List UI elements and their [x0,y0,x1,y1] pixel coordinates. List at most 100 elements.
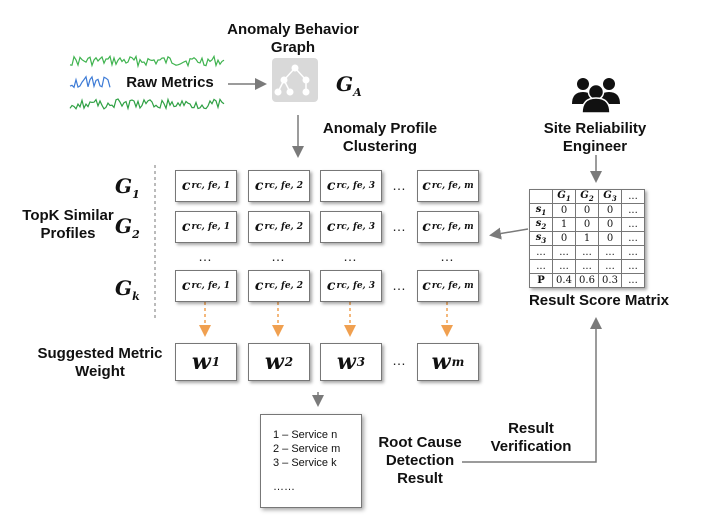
matrix-cell: 0 [575,203,599,218]
engineer-group-icon [572,78,620,114]
matrix-cell: 0 [575,217,599,232]
matrix-cell: ... [529,245,553,260]
cell-symbol: c [422,278,431,294]
cell-subscript: rc, fe, m [431,181,474,191]
cell-symbol: c [326,278,336,294]
cell-subscript: rc, fe, 2 [264,181,304,191]
matrix-cell: ... [575,245,599,260]
matrix-cell: 0 [598,217,622,232]
weight-ellipsis: … [392,352,406,368]
matrix-row: ............... [529,245,645,260]
matrix-cell: 0.4 [552,273,576,288]
matrix-cell: G3 [598,189,622,204]
matrix-cell: 0 [552,231,576,246]
grid-ellipsis: … [271,248,285,264]
matrix-cell: 0 [598,231,622,246]
matrix-cell: 1 [552,217,576,232]
result-item: …… [273,481,295,493]
matrix-cell: ... [598,259,622,274]
cell-symbol: c [181,219,191,235]
matrix-cell: P [529,273,553,288]
root-cause-result-list: 1 – Service n 2 – Service m 3 – Service … [260,414,362,508]
cell-symbol: c [254,178,264,194]
grid-ellipsis: … [392,218,406,234]
topk-label: TopK Similar Profiles [22,207,114,242]
cell-subscript: rc, fe, 1 [191,281,231,291]
raw-metrics-label: Raw Metrics [126,74,214,91]
grid-ellipsis: … [343,248,357,264]
cell-subscript: rc, fe, 3 [336,181,376,191]
matrix-cell: 0.6 [575,273,599,288]
cell-subscript: rc, fe, 3 [336,281,376,291]
clustering-label: Anomaly Profile Clustering [322,120,438,155]
raw-metrics-waves [69,54,225,111]
cell-subscript: rc, fe, 2 [264,281,304,291]
matrix-cell: 0 [552,203,576,218]
matrix-cell: ... [621,189,645,204]
cell-subscript: rc, fe, 3 [336,222,376,232]
matrix-cell [529,189,553,204]
row-label-g1: G1 [115,174,140,201]
matrix-cell: G1 [552,189,576,204]
matrix-label: Result Score Matrix [528,292,670,309]
matrix-cell: 1 [575,231,599,246]
row-label-g2: G2 [115,214,140,241]
matrix-cell: s1 [529,203,553,218]
cell-symbol: c [422,219,431,235]
matrix-cell: ... [621,245,645,260]
cell-symbol: c [181,278,191,294]
result-item: 3 – Service k [273,457,337,469]
matrix-cell: s2 [529,217,553,232]
result-item: 1 – Service n [273,429,338,441]
grid-ellipsis: … [440,248,454,264]
weights-label: Suggested Metric Weight [37,345,163,380]
anomaly-graph-title: Anomaly Behavior Graph [227,21,359,56]
cell-symbol: c [254,278,264,294]
matrix-cell: 0.3 [598,273,622,288]
matrix-cell: ... [621,217,645,232]
cell-symbol: c [326,219,336,235]
cell-symbol: c [422,178,431,194]
cell-symbol: c [326,178,336,194]
sre-label: Site Reliability Engineer [543,120,647,155]
anomaly-graph-icon [272,58,318,102]
matrix-cell: ... [552,245,576,260]
matrix-cell: ... [621,273,645,288]
grid-ellipsis: … [392,277,406,293]
arrow-matrix-to-profiles [489,227,529,240]
matrix-cell: 0 [598,203,622,218]
result-item: 2 – Service m [273,443,341,455]
matrix-cell: G2 [575,189,599,204]
matrix-cell: s3 [529,231,553,246]
cell-subscript: rc, fe, m [431,222,474,232]
matrix-cell: ... [621,259,645,274]
verification-label: Result Verification [490,420,572,455]
matrix-row: ............... [529,259,645,274]
matrix-cell: ... [598,245,622,260]
matrix-cell: ... [575,259,599,274]
grid-ellipsis: … [392,177,406,193]
matrix-cell: ... [621,231,645,246]
graph-symbol: GA [336,72,362,99]
